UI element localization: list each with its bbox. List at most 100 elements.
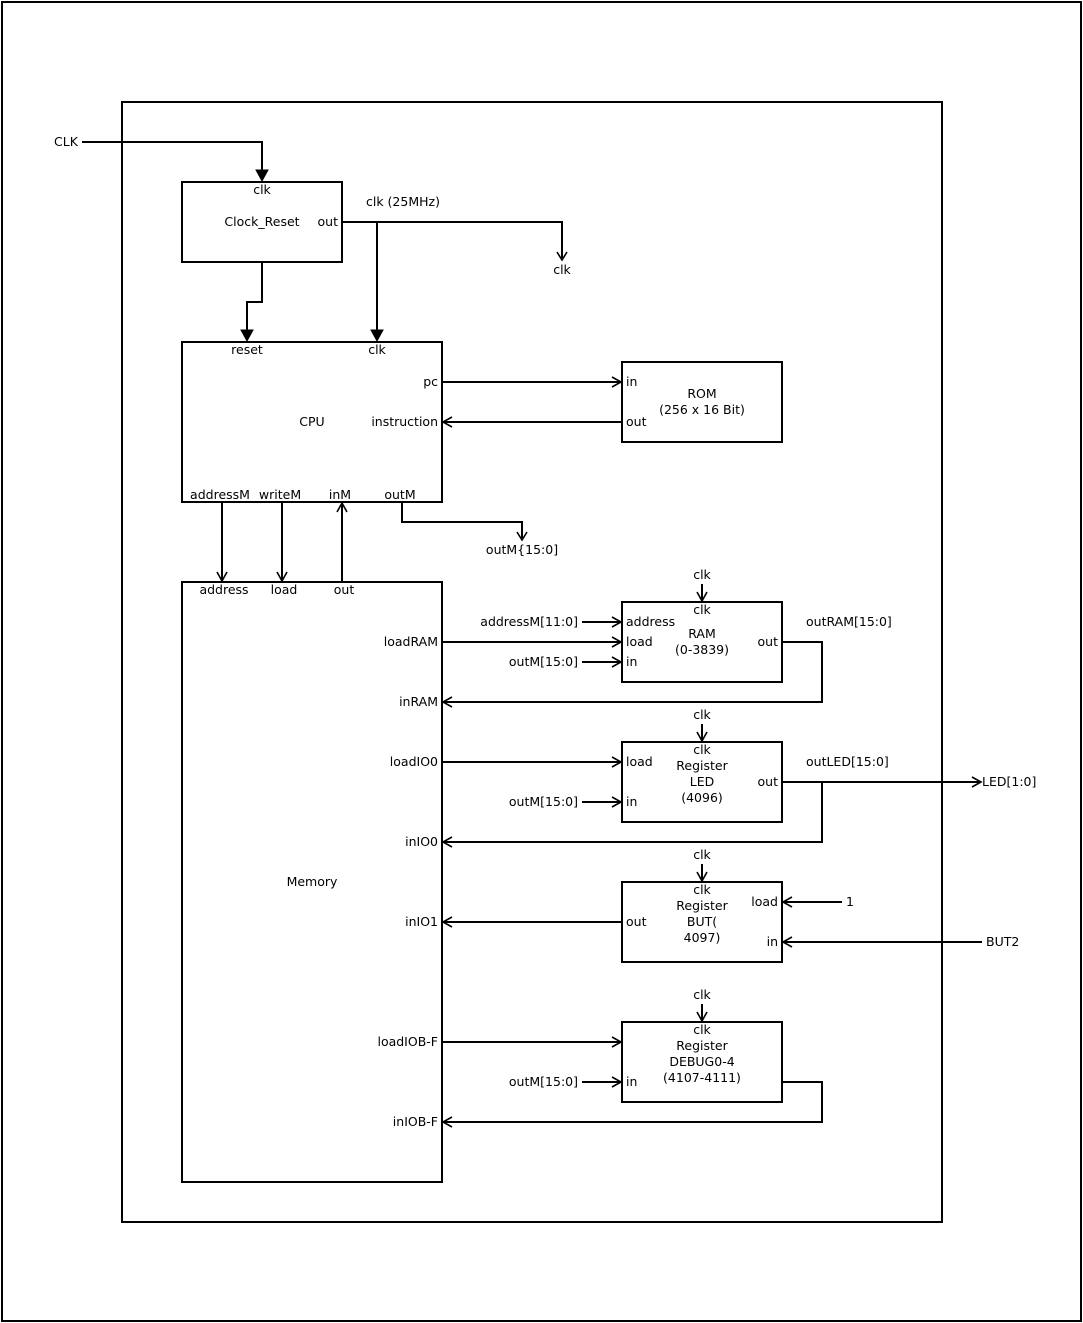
inio1-arrowhead: [441, 916, 453, 928]
register-led-box: [621, 741, 783, 823]
led-in-net-label: outM[15:0]: [509, 794, 578, 809]
ram-subtitle: (0-3839): [675, 642, 729, 657]
cpu-title: CPU: [299, 414, 324, 429]
loadram-arrowhead: [611, 636, 623, 648]
register-debug-block: clk Register DEBUG0-4 (4107-4111) in: [621, 1021, 783, 1103]
memory-pin-loadio0: loadIO0: [390, 754, 438, 769]
register-but-block: clk Register BUT( 4097) out load in: [621, 881, 783, 963]
reset-wire: [246, 262, 263, 336]
inram-arrowhead: [441, 696, 453, 708]
led-title-line1: Register: [676, 758, 728, 773]
ram-address-net-label: addressM[11:0]: [480, 614, 578, 629]
cpu-pin-writem: writeM: [259, 487, 301, 502]
clk-net-arrowhead: [556, 251, 568, 262]
loadio0-arrowhead: [611, 756, 623, 768]
led-output-label: LED[1:0]: [982, 774, 1036, 789]
debug-title-line1: Register: [676, 1038, 728, 1053]
but-load-arrowhead: [781, 896, 793, 908]
rom-pin-out: out: [626, 414, 647, 429]
clk-input-label: CLK: [54, 134, 79, 149]
led-title-line3: (4096): [681, 790, 723, 805]
register-but-box: [621, 881, 783, 963]
memory-pin-load: load: [271, 582, 298, 597]
ram-pin-clk: clk: [693, 602, 711, 617]
outm-arrowhead: [516, 531, 528, 542]
cpu-pin-outm: outM: [384, 487, 415, 502]
ram-pin-address: address: [626, 614, 675, 629]
cpu-pin-clk: clk: [368, 342, 386, 357]
but2-input-label: BUT2: [986, 934, 1019, 949]
outm-wire: [401, 502, 523, 538]
cpu-pin-pc: pc: [423, 374, 438, 389]
loadiobf-arrowhead: [611, 1036, 623, 1048]
led-out-net-label: outLED[15:0]: [806, 754, 889, 769]
register-led-block: clk Register LED (4096) load in out: [621, 741, 783, 823]
debug-title-line2: DEBUG0-4: [669, 1054, 734, 1069]
inio0-wire: [444, 782, 823, 843]
but2-arrowhead: [781, 936, 793, 948]
cpu-pin-instruction: instruction: [371, 414, 438, 429]
cpu-block: reset clk pc CPU instruction addressM wr…: [181, 341, 443, 503]
led-clk-net-label: clk: [693, 707, 711, 722]
rom-subtitle: (256 x 16 Bit): [659, 402, 745, 417]
memory-pin-loadiobf: loadIOB-F: [377, 1034, 438, 1049]
ram-box: [621, 601, 783, 683]
cpu-pin-inm: inM: [329, 487, 351, 502]
ram-in-net-label: outM[15:0]: [509, 654, 578, 669]
debug-pin-clk: clk: [693, 1022, 711, 1037]
system-boundary: [121, 101, 943, 1223]
clock-reset-box: [181, 181, 343, 263]
ram-pin-in: in: [626, 654, 637, 669]
clock-reset-title: Clock_Reset: [224, 214, 299, 229]
memory-pin-inram: inRAM: [399, 694, 438, 709]
ram-out-net-label: outRAM[15:0]: [806, 614, 892, 629]
iniobf-wire: [444, 1081, 823, 1123]
inio0-arrowhead: [441, 836, 453, 848]
clock-reset-pin-clk: clk: [253, 182, 271, 197]
debug-in-net-label: outM[15:0]: [509, 1074, 578, 1089]
memory-box: [181, 581, 443, 1183]
memory-pin-loadram: loadRAM: [384, 634, 438, 649]
debug-title-line3: (4107-4111): [663, 1070, 741, 1085]
but-load-const-label: 1: [846, 894, 854, 909]
debug-pin-in: in: [626, 1074, 637, 1089]
led-pin-load: load: [626, 754, 653, 769]
led-pin-out: out: [758, 774, 779, 789]
clk-25mhz-label: clk (25MHz): [366, 194, 440, 209]
ram-clk-net-label: clk: [693, 567, 711, 582]
ram-pin-load: load: [626, 634, 653, 649]
memory-pin-iniobf: inIOB-F: [393, 1114, 438, 1129]
ram-in-arrowhead: [611, 656, 623, 668]
instruction-arrowhead: [441, 416, 453, 428]
debug-in-arrowhead: [611, 1076, 623, 1088]
iniobf-arrowhead: [441, 1116, 453, 1128]
ram-address-arrowhead: [611, 616, 623, 628]
memory-block: address load out loadRAM inRAM loadIO0 i…: [181, 581, 443, 1183]
rom-pin-in: in: [626, 374, 637, 389]
pc-arrowhead: [611, 376, 623, 388]
clk-net-wire: [342, 221, 563, 258]
but-pin-in: in: [767, 934, 778, 949]
led-output-arrowhead: [971, 776, 983, 788]
reset-arrowhead: [240, 329, 254, 343]
memory-pin-out: out: [334, 582, 355, 597]
but-title-line1: Register: [676, 898, 728, 913]
clk-input-wire: [82, 141, 263, 176]
ram-pin-out: out: [758, 634, 779, 649]
but-clk-net-label: clk: [693, 847, 711, 862]
rom-block: in out ROM (256 x 16 Bit): [621, 361, 783, 443]
led-title-line2: LED: [690, 774, 715, 789]
clock-reset-block: clk Clock_Reset out: [181, 181, 343, 263]
inram-wire: [444, 641, 823, 703]
memory-pin-inio0: inIO0: [405, 834, 438, 849]
ram-title: RAM: [688, 626, 716, 641]
rom-box: [621, 361, 783, 443]
register-debug-box: [621, 1021, 783, 1103]
clk-to-cpu-arrowhead: [370, 329, 384, 343]
led-pin-clk: clk: [693, 742, 711, 757]
debug-clk-net-label: clk: [693, 987, 711, 1002]
but-pin-out: out: [626, 914, 647, 929]
led-pin-in: in: [626, 794, 637, 809]
